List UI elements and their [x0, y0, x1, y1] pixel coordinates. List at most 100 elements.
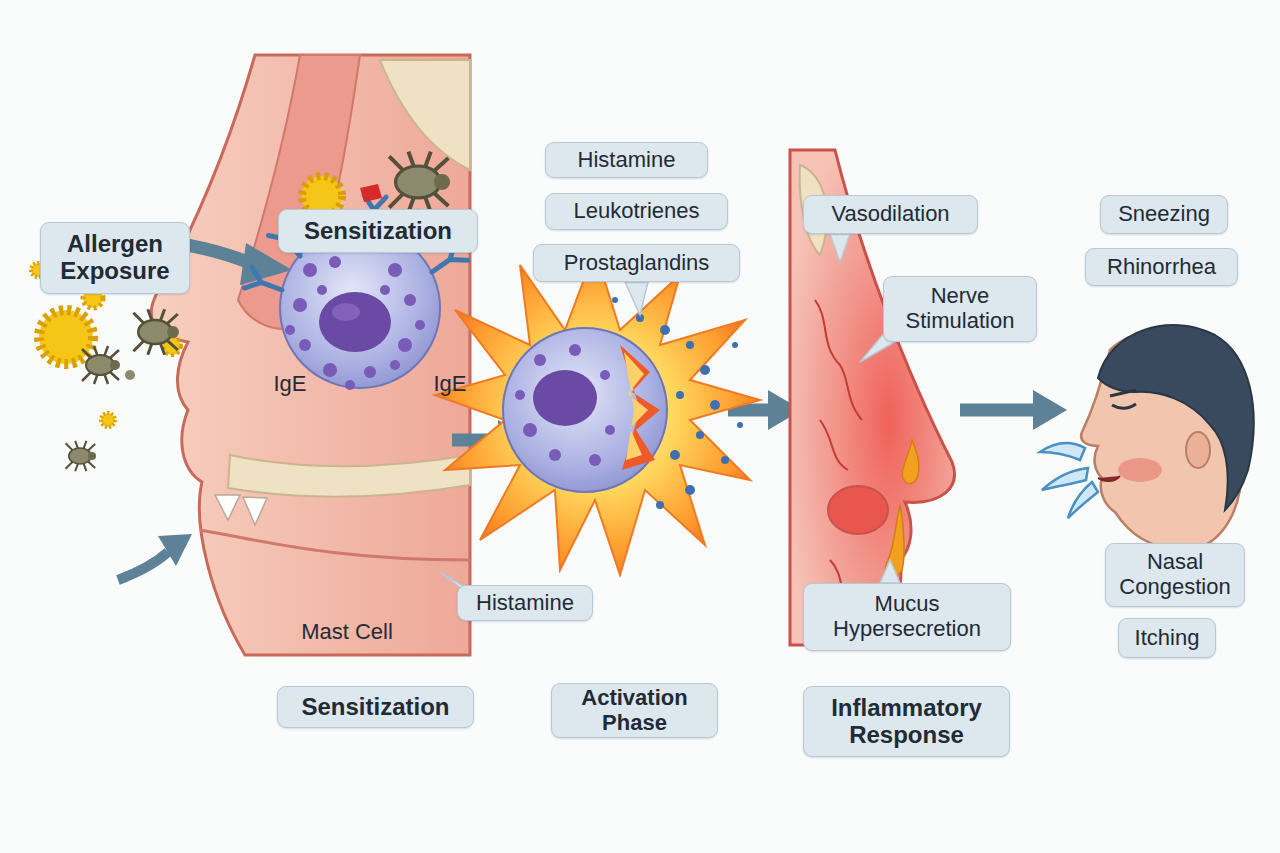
degranulating-cell — [569, 344, 581, 356]
stage-label-box: Sensitization — [277, 686, 474, 728]
node-text: Itching — [1135, 626, 1200, 651]
node-text: Rhinorrhea — [1107, 255, 1216, 280]
sneeze-spray — [1040, 443, 1098, 518]
degranulating-cell — [686, 341, 694, 349]
allergen-particles — [66, 441, 96, 471]
nose-cross-section — [228, 455, 470, 497]
flow-arrow — [158, 534, 192, 566]
antibody-label: IgE — [262, 372, 318, 396]
inflamed-nasal-tissue — [820, 420, 848, 470]
nose-cross-section — [151, 55, 470, 655]
degranulating-cell — [612, 297, 618, 303]
sneeze-spray — [1040, 443, 1085, 460]
node-text: Nasal Congestion — [1112, 550, 1238, 599]
mast-cell — [388, 263, 402, 277]
nose-cross-section — [151, 55, 470, 655]
inflamed-nasal-tissue — [815, 300, 862, 610]
stage-label-box: Sensitization — [278, 209, 478, 253]
stage-label-box: Activation Phase — [551, 683, 718, 738]
degranulating-cell — [549, 449, 561, 461]
sneezing-person — [1186, 432, 1210, 468]
stage-label-box: Inflammatory Response — [803, 686, 1010, 757]
mast-cell — [319, 292, 391, 352]
flow-arrow — [960, 404, 1035, 417]
mast-cell — [285, 256, 425, 390]
node-text: Inflammatory Response — [810, 695, 1003, 749]
node-text: Activation Phase — [558, 686, 711, 735]
node-text: Leukotrienes — [574, 199, 700, 224]
sneezing-person — [1118, 458, 1162, 482]
flow-arrow — [118, 552, 168, 580]
degranulating-cell — [670, 450, 680, 460]
callout-pointer — [440, 234, 905, 603]
allergen-particles — [101, 413, 115, 427]
callout-box: Leukotrienes — [545, 193, 728, 230]
bound-allergen — [302, 152, 450, 216]
antibody-label: IgE — [422, 372, 478, 396]
callout-box: Nerve Stimulation — [883, 276, 1037, 342]
mast-cell — [345, 380, 355, 390]
allergen-particles — [39, 310, 93, 364]
degranulating-cell — [435, 250, 760, 575]
ige-antibody — [244, 267, 285, 300]
mast-cell — [329, 256, 341, 268]
degranulating-cell — [721, 456, 729, 464]
sneeze-spray — [1068, 482, 1098, 518]
degranulating-cell — [605, 425, 615, 435]
allergen-particles — [125, 370, 135, 380]
callout-pointer — [830, 234, 850, 262]
inflamed-nasal-tissue — [902, 440, 919, 484]
nose-cross-section — [380, 60, 470, 170]
sneezing-person — [1098, 325, 1254, 510]
sneeze-spray — [1042, 468, 1088, 490]
bound-allergen — [360, 184, 382, 202]
degranulating-cell — [515, 390, 525, 400]
inflamed-nasal-tissue — [828, 486, 888, 534]
callout-box: Mucus Hypersecretion — [803, 583, 1011, 651]
mast-cell — [398, 338, 412, 352]
degranulating-cell — [612, 297, 743, 509]
node-text: Vasodilation — [831, 202, 949, 227]
allergen-particles — [133, 309, 179, 355]
stage-label-box: Allergen Exposure — [40, 222, 190, 294]
allergen-particles — [31, 263, 181, 471]
mast-cell — [293, 298, 307, 312]
sneezing-person — [1110, 390, 1136, 396]
degranulating-cell — [732, 342, 738, 348]
callout-box: Prostaglandins — [533, 244, 740, 282]
degranulating-cell — [676, 391, 684, 399]
callout-pointer — [880, 560, 900, 583]
inflamed-nasal-tissue — [815, 300, 862, 420]
degranulating-cell — [533, 370, 597, 426]
degranulating-cell — [710, 400, 720, 410]
callout-box: Histamine — [545, 142, 708, 178]
callout-box: Rhinorrhea — [1085, 248, 1238, 286]
allergen-particles — [82, 346, 120, 384]
degranulating-cell — [624, 352, 648, 460]
degranulating-cell — [503, 328, 667, 492]
degranulating-cell — [534, 354, 546, 366]
node-text: Nerve Stimulation — [890, 284, 1030, 333]
degranulating-cell — [620, 345, 660, 470]
mast-cell — [332, 303, 360, 321]
mast-cell — [285, 325, 295, 335]
callout-box: Nasal Congestion — [1105, 543, 1245, 607]
node-text: Sensitization — [301, 694, 449, 721]
degranulating-cell — [600, 370, 610, 380]
degranulating-cell — [737, 422, 743, 428]
node-text: Allergen Exposure — [47, 231, 183, 285]
nose-cross-section — [215, 495, 267, 525]
degranulating-cell — [660, 325, 670, 335]
sneezing-person — [1098, 476, 1120, 481]
mast-cell — [317, 285, 327, 295]
degranulating-cell — [515, 344, 615, 466]
callout-box: Vasodilation — [803, 195, 978, 234]
cell-label: Mast Cell — [282, 620, 412, 644]
node-text: Mucus Hypersecretion — [810, 592, 1004, 641]
degranulating-cell — [700, 365, 710, 375]
callout-box: Histamine — [457, 585, 593, 621]
mast-cell — [415, 320, 425, 330]
mast-cell — [390, 360, 400, 370]
mast-cell — [380, 285, 390, 295]
